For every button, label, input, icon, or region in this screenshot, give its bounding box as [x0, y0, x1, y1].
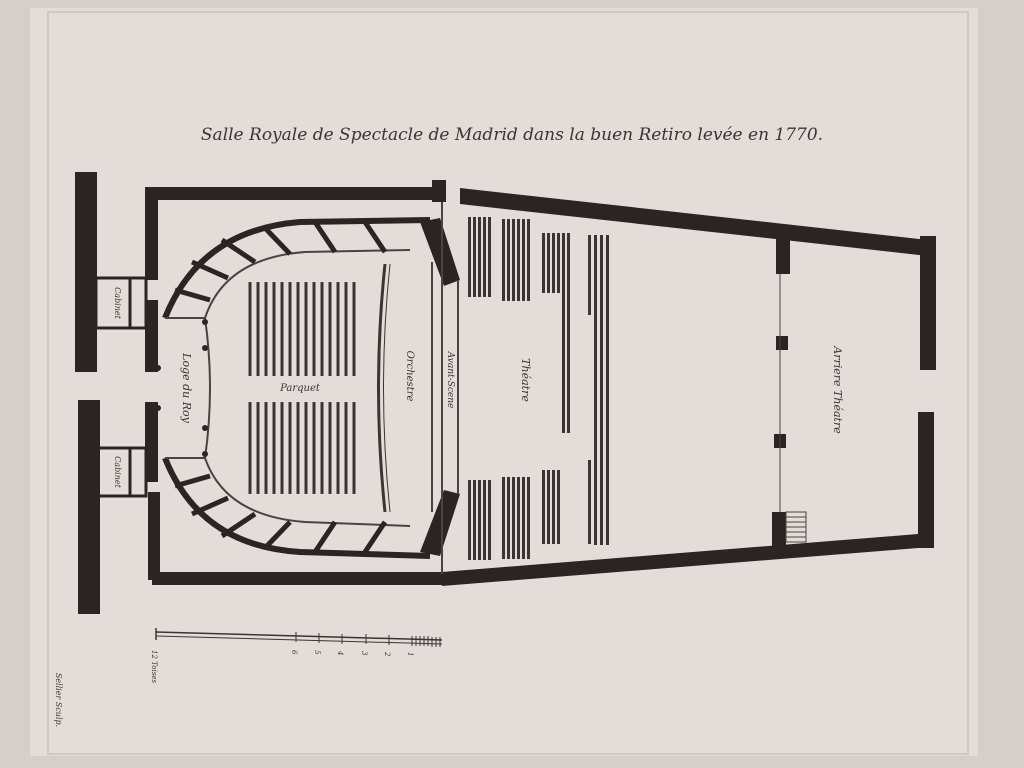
loge-du-roy [155, 317, 211, 459]
stage-top-wall [460, 188, 928, 256]
stage-bottom-wall [442, 534, 918, 586]
partition-upper [776, 234, 790, 274]
auditorium-left-wall-top [145, 187, 158, 280]
proscenium-top-pier [432, 180, 446, 202]
partition-lower [772, 512, 786, 548]
scale-tick-2: 2 [383, 651, 391, 657]
scale-tick-6: 6 [290, 650, 298, 655]
stairs [785, 511, 807, 543]
facade-wall-lower [78, 400, 100, 614]
scale-tick-1: 1 [406, 652, 414, 656]
scale-tick-3: 3 [360, 651, 368, 656]
loge-wall-upper [145, 300, 158, 372]
proscenium-lower-pier [420, 490, 460, 556]
theatre-label: Théatre [519, 358, 532, 402]
facade-wall-upper [75, 172, 97, 372]
walls [75, 172, 936, 614]
cabinet-lower-label: Cabinet [113, 456, 122, 488]
orchestra-rail [377, 263, 387, 513]
stage-wings [468, 217, 609, 560]
auditorium-top-wall [145, 187, 445, 200]
scale-tick-5: 5 [313, 650, 321, 655]
scale-tick-4: 4 [336, 650, 344, 655]
paper-sheet [30, 8, 978, 756]
avant-scene-frame [431, 202, 459, 574]
cabinets [94, 276, 148, 498]
scale-bar [155, 628, 443, 647]
proscenium-upper-pier [420, 218, 460, 286]
parquet-benches-lower [248, 402, 356, 494]
horseshoe-boxes [162, 217, 431, 559]
arriere-theatre-label: Arriere Théatre [831, 345, 844, 434]
cabinet-upper-label: Cabinet [113, 287, 122, 319]
cabinet-upper [94, 276, 148, 330]
engraver-signature: Sellier Sculp. [54, 673, 63, 727]
orchestre-label: Orchestre [404, 351, 415, 402]
cabinet-lower [94, 446, 148, 498]
auditorium-bottom-wall [152, 572, 442, 585]
partition-pier-1 [776, 336, 788, 350]
parquet-label: Parquet [279, 383, 321, 394]
auditorium-left-wall-bottom [148, 492, 160, 580]
stage-back-wall-upper [920, 236, 936, 370]
stage-back-wall-lower [918, 412, 934, 548]
parquet-benches [248, 282, 356, 376]
plate-mark [47, 11, 969, 755]
loge-wall-lower [145, 402, 158, 482]
plate-title: Salle Royale de Spectacle de Madrid dans… [201, 125, 823, 145]
loge-du-roy-label: Loge du Roy [180, 352, 193, 424]
scale-unit: 12 Toises [150, 650, 158, 683]
avant-scene-label: Avant-Scene [445, 351, 455, 409]
